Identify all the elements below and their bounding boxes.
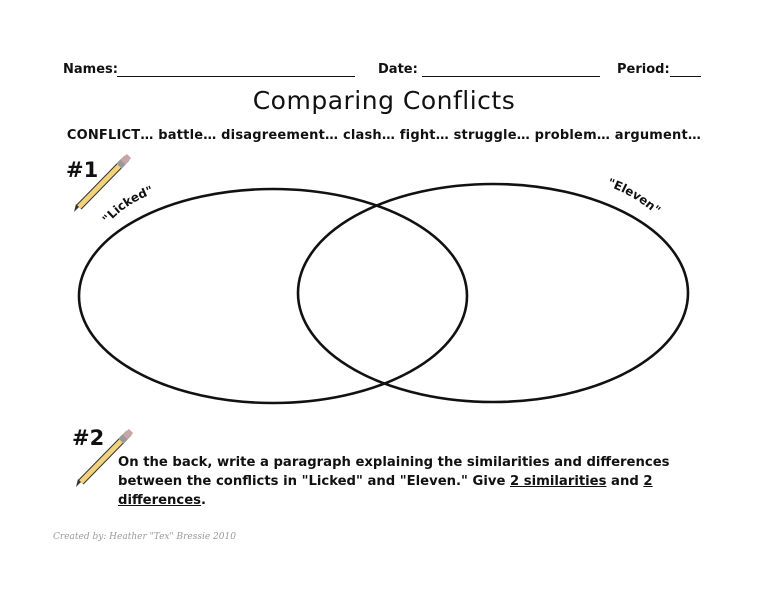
licked-label: "Licked" (100, 183, 155, 226)
instructions-end: . (201, 493, 206, 508)
venn-right-circle (298, 184, 688, 402)
venn-left-circle (79, 189, 467, 403)
similarities-requirement: 2 similarities (510, 474, 606, 489)
instructions-and: and (606, 474, 643, 489)
instructions-paragraph: On the back, write a paragraph explainin… (118, 453, 718, 510)
section-1-number: #1 (66, 158, 98, 182)
credit-line: Created by: Heather "Tex" Bressie 2010 (53, 532, 236, 542)
section-2-number: #2 (72, 426, 104, 450)
eleven-label: "Eleven" (606, 176, 663, 218)
